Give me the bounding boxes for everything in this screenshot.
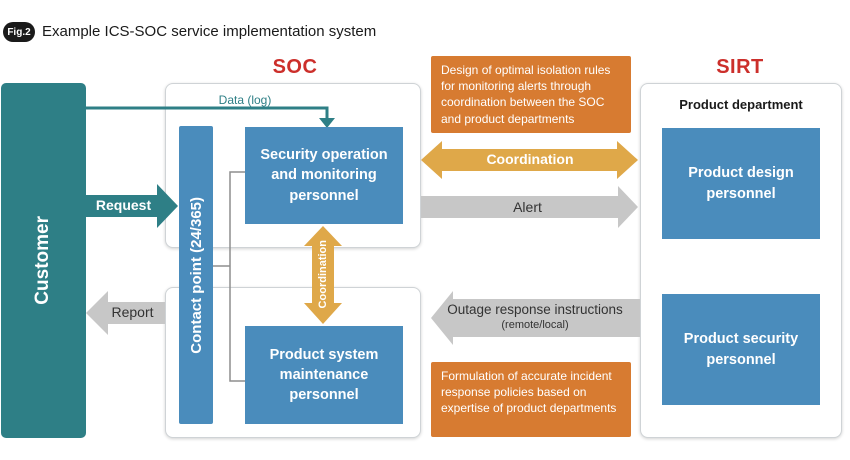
sirt-label: SIRT — [716, 56, 764, 78]
security-operation-box: Security operation and monitoring person… — [245, 127, 403, 224]
product-maintenance-box: Product system maintenance personnel — [245, 326, 403, 424]
figure-title: Example ICS-SOC service implementation s… — [42, 23, 377, 40]
incident-policies-note: Formulation of accurate incident respons… — [431, 362, 631, 437]
report-label: Report — [111, 304, 154, 320]
alert-label: Alert — [513, 199, 542, 215]
data-log-line — [86, 106, 329, 120]
report-arrow — [86, 291, 165, 335]
figure-badge: Fig.2 — [3, 22, 35, 42]
coordination-horizontal-arrow — [421, 141, 638, 179]
product-design-box: Product design personnel — [662, 128, 820, 239]
outage-sublabel: (remote/local) — [501, 319, 569, 331]
customer-label: Customer — [32, 216, 54, 305]
alert-arrow — [421, 186, 638, 228]
customer-box: Customer — [1, 83, 86, 438]
request-label: Request — [95, 197, 152, 213]
contact-point-box: Contact point (24/365) — [179, 126, 213, 424]
coordination-horizontal-label: Coordination — [486, 151, 574, 167]
product-security-box: Product security personnel — [662, 294, 820, 405]
product-security-label: Product security personnel — [683, 331, 799, 368]
contact-point-label: Contact point (24/365) — [187, 196, 205, 354]
security-operation-label: Security operation and monitoring person… — [260, 147, 388, 204]
outage-label: Outage response instructions — [447, 302, 623, 317]
product-department-label: Product department — [679, 97, 803, 112]
data-log-arrowhead — [319, 118, 335, 128]
soc-label: SOC — [272, 56, 318, 78]
product-design-label: Product design personnel — [688, 165, 794, 202]
coordination-vertical-label-wrap: Coordination — [312, 240, 334, 308]
product-maintenance-label: Product system maintenance personnel — [269, 346, 379, 404]
request-arrow — [86, 184, 178, 228]
coordination-vertical-arrow — [304, 226, 342, 324]
coordination-vertical-label: Coordination — [317, 240, 329, 309]
outage-arrow — [431, 291, 640, 345]
contact-connector — [213, 171, 245, 382]
data-log-label: Data (log) — [218, 93, 272, 107]
isolation-rules-note: Design of optimal isolation rules for mo… — [431, 56, 631, 133]
